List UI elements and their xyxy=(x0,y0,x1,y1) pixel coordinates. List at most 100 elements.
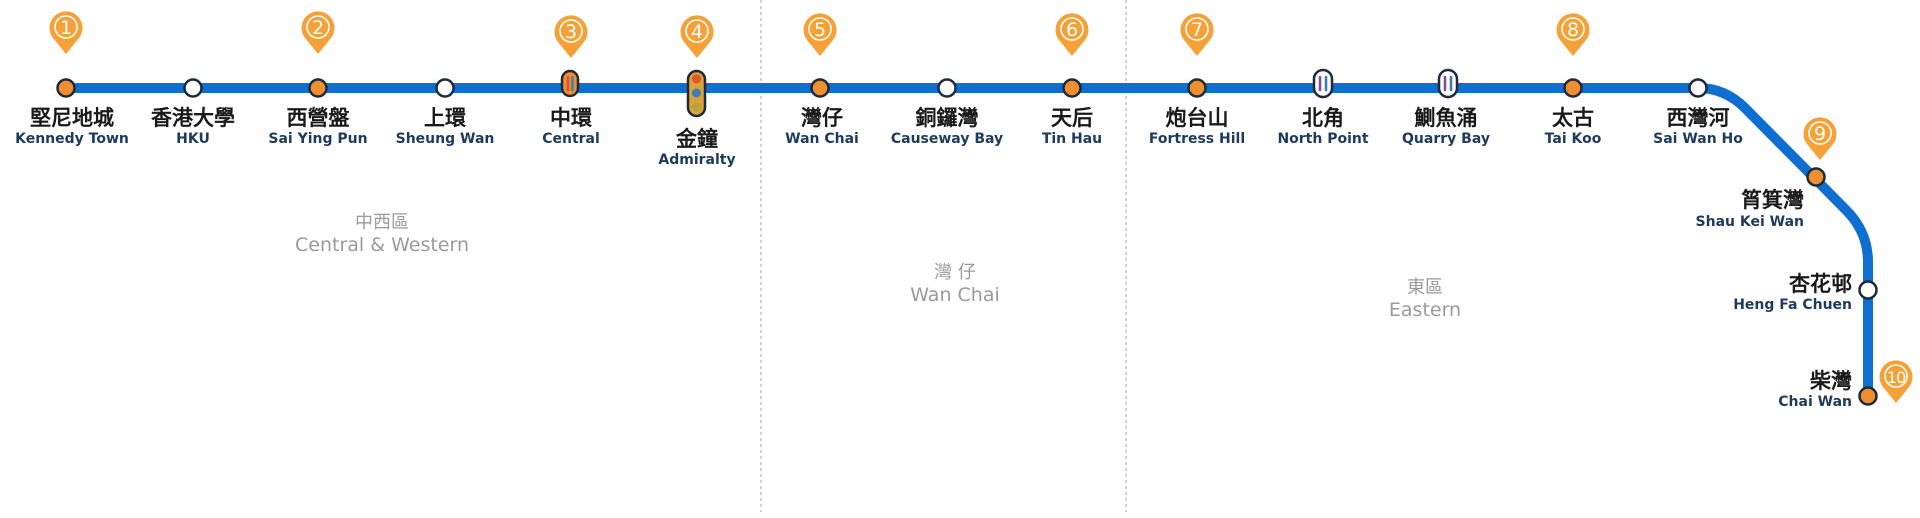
station-dot xyxy=(1062,78,1082,98)
station-name-en: Shau Kei Wan xyxy=(1696,214,1804,230)
station-causeway-bay[interactable]: 銅鑼灣 Causeway Bay xyxy=(891,78,1003,148)
station-kennedy-town[interactable]: 堅尼地城 Kennedy Town xyxy=(15,78,129,148)
station-dot xyxy=(1858,280,1878,300)
location-pin-icon xyxy=(1879,360,1913,403)
station-dot xyxy=(810,78,830,98)
station-dot xyxy=(937,78,957,98)
pin-inner-ring xyxy=(808,17,832,41)
station-chai-wan[interactable]: 柴灣 Chai Wan xyxy=(1778,368,1878,410)
station-name-en: Wan Chai xyxy=(785,131,859,147)
station-name-en: Sai Ying Pun xyxy=(268,131,367,147)
pin-3[interactable]: 3 xyxy=(554,15,588,58)
station-sai-ying-pun[interactable]: 西營盤 Sai Ying Pun xyxy=(268,78,368,148)
station-name-zh: 杏花邨 xyxy=(1789,271,1852,296)
station-name-zh: 天后 xyxy=(1051,105,1093,130)
station-name-zh: 西灣河 xyxy=(1667,105,1730,130)
pin-8[interactable]: 8 xyxy=(1556,13,1590,57)
station-shau-kei-wan[interactable]: 筲箕灣 Shau Kei Wan xyxy=(1696,167,1826,231)
station-sai-wan-ho[interactable]: 西灣河 Sai Wan Ho xyxy=(1653,78,1743,148)
pin-inner-ring xyxy=(1561,17,1585,41)
station-admiralty[interactable]: 金鐘 Admiralty xyxy=(658,69,736,168)
station-name-en: Quarry Bay xyxy=(1402,131,1490,147)
station-quarry-bay[interactable]: 鰂魚涌 Quarry Bay xyxy=(1402,68,1490,147)
pin-inner-ring xyxy=(1060,17,1084,41)
station-central[interactable]: 中環 Central xyxy=(542,69,600,147)
station-name-zh: 柴灣 xyxy=(1809,368,1852,393)
pin-6[interactable]: 6 xyxy=(1055,13,1089,56)
station-name-en: Tai Koo xyxy=(1545,131,1602,147)
pin-9[interactable]: 9 xyxy=(1803,117,1837,160)
station-name-en: Heng Fa Chuen xyxy=(1733,297,1852,313)
station-name-en: Chai Wan xyxy=(1778,394,1852,410)
pin-inner-ring xyxy=(306,15,330,39)
pin-inner-ring xyxy=(685,19,709,43)
station-name-zh: 北角 xyxy=(1302,105,1344,130)
station-dot xyxy=(1806,167,1826,187)
location-pin-icon xyxy=(301,11,335,54)
station-heng-fa-chuen[interactable]: 杏花邨 Heng Fa Chuen xyxy=(1733,271,1878,313)
pin-4[interactable]: 4 xyxy=(680,15,714,59)
location-pin-icon xyxy=(49,11,83,54)
station-name-zh: 金鐘 xyxy=(675,126,718,151)
pin-number: 3 xyxy=(565,21,577,43)
station-wan-chai[interactable]: 灣仔 Wan Chai xyxy=(785,78,859,148)
district-label-wan-chai-en: Wan Chai xyxy=(910,284,1000,306)
station-name-zh: 鰂魚涌 xyxy=(1415,105,1478,130)
location-pin-icon xyxy=(1055,13,1089,56)
interchange-capsule xyxy=(1437,68,1459,99)
station-name-en: HKU xyxy=(176,131,210,147)
location-pin-icon xyxy=(1556,13,1590,57)
station-dot xyxy=(1563,78,1583,98)
district-label-eastern-en: Eastern xyxy=(1389,299,1461,321)
station-sheung-wan[interactable]: 上環 Sheung Wan xyxy=(396,78,495,148)
pin-10[interactable]: 10 xyxy=(1879,360,1913,403)
station-dot xyxy=(1688,78,1708,98)
interchange-capsule xyxy=(1312,68,1334,99)
station-hku[interactable]: 香港大學 HKU xyxy=(151,78,235,148)
station-name-zh: 筲箕灣 xyxy=(1741,187,1804,212)
pin-number: 4 xyxy=(691,21,703,43)
station-name-zh: 中環 xyxy=(550,105,593,130)
station-fortress-hill[interactable]: 炮台山 Fortress Hill xyxy=(1149,78,1245,148)
pin-number: 7 xyxy=(1191,19,1203,41)
pin-inner-ring xyxy=(559,19,583,43)
interchange-dot-tung-chung xyxy=(692,88,701,98)
pin-number: 9 xyxy=(1814,123,1826,145)
location-pin-icon xyxy=(554,15,588,58)
station-north-point[interactable]: 北角 North Point xyxy=(1277,68,1369,147)
station-name-zh: 銅鑼灣 xyxy=(916,105,979,130)
station-name-zh: 太古 xyxy=(1552,105,1594,130)
district-label-central-western-zh: 中西區 xyxy=(355,212,409,233)
pin-number: 6 xyxy=(1066,19,1078,41)
station-name-en: Kennedy Town xyxy=(15,131,129,147)
district-label-eastern-zh: 東區 xyxy=(1407,277,1443,298)
pin-7[interactable]: 7 xyxy=(1180,13,1214,57)
station-dot xyxy=(1187,78,1207,98)
pin-5[interactable]: 5 xyxy=(803,13,837,57)
station-name-en: Sheung Wan xyxy=(396,131,495,147)
station-name-en: Fortress Hill xyxy=(1149,131,1245,147)
interchange-dot-south-island xyxy=(692,102,701,112)
station-tin-hau[interactable]: 天后 Tin Hau xyxy=(1042,78,1102,148)
station-name-en: Tin Hau xyxy=(1042,131,1102,147)
station-name-zh: 西營盤 xyxy=(287,105,351,130)
location-pin-icon xyxy=(1803,117,1837,160)
station-dot xyxy=(183,78,203,98)
station-tai-koo[interactable]: 太古 Tai Koo xyxy=(1545,78,1602,148)
station-name-en: North Point xyxy=(1277,131,1368,147)
pin-1[interactable]: 1 xyxy=(49,11,83,54)
pin-inner-ring xyxy=(1808,121,1832,145)
station-name-en: Admiralty xyxy=(658,152,735,168)
pin-2[interactable]: 2 xyxy=(301,11,335,54)
station-name-zh: 堅尼地城 xyxy=(30,105,114,130)
district-label-wan-chai-zh: 灣 仔 xyxy=(934,262,976,283)
station-dot xyxy=(56,78,76,98)
station-dot xyxy=(308,78,328,98)
pin-inner-ring xyxy=(1185,17,1209,41)
station-name-zh: 灣仔 xyxy=(801,105,843,130)
pin-number: 2 xyxy=(312,17,324,39)
pin-inner-ring xyxy=(1884,364,1908,388)
island-line-track xyxy=(61,83,1873,401)
station-name-en: Causeway Bay xyxy=(891,131,1003,147)
